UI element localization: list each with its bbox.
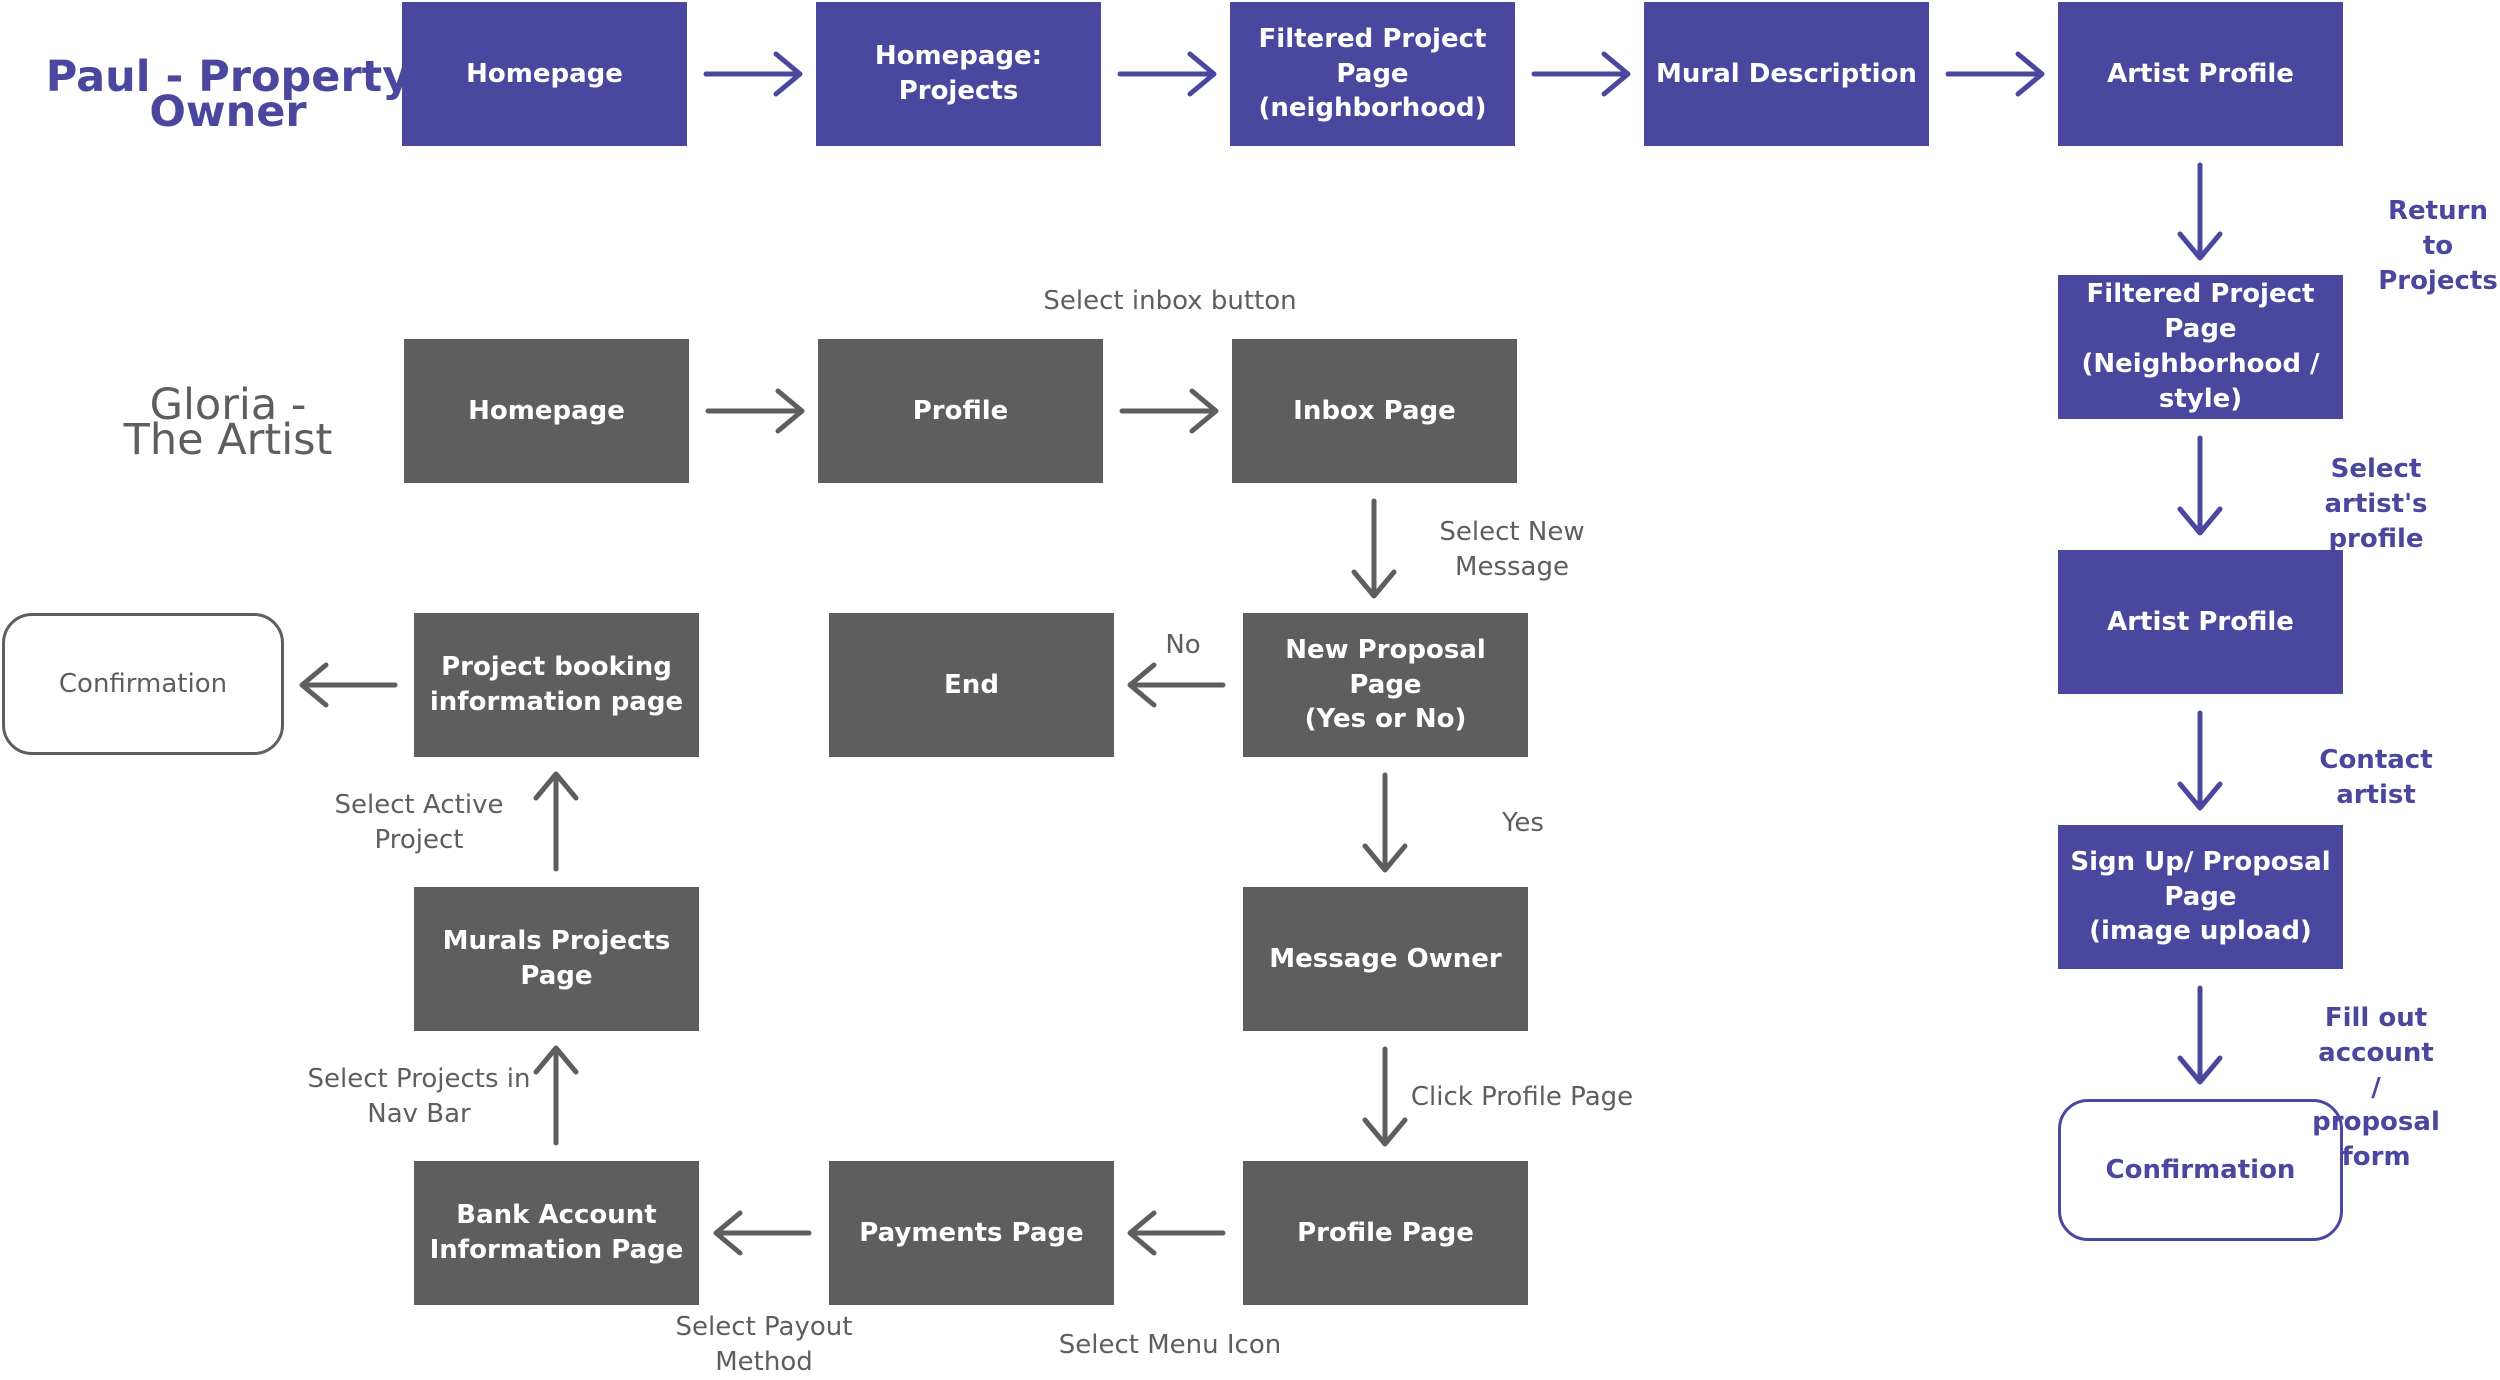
gloria-project-booking-box: Project booking information page	[414, 613, 699, 757]
paul-filtered-project-style-box: Filtered Project Page (Neighborhood / st…	[2058, 275, 2343, 419]
gloria-message-owner-box: Message Owner	[1243, 887, 1528, 1031]
arrow-up-icon	[533, 1045, 579, 1146]
gloria-confirmation-terminal: Confirmation	[2, 613, 284, 755]
paul-arrows	[703, 51, 2223, 1085]
arrow-right-icon	[703, 51, 803, 97]
gloria-homepage-box: Homepage	[404, 339, 689, 483]
arrow-down-icon	[1362, 772, 1408, 873]
gloria-inbox-page-box: Inbox Page	[1232, 339, 1517, 483]
arrow-down-icon	[2177, 985, 2223, 1085]
arrow-down-icon	[1362, 1046, 1408, 1147]
arrow-left-icon	[1127, 1210, 1226, 1256]
label-no: No	[1165, 630, 1201, 660]
label-contact-artist: Contact artist	[2319, 745, 2433, 810]
arrow-right-icon	[1117, 51, 1217, 97]
arrow-down-icon	[1351, 498, 1397, 599]
gloria-payments-page-box: Payments Page	[829, 1161, 1114, 1305]
label-select-projects-nav-bar: Select Projects in Nav Bar	[307, 1064, 531, 1129]
persona-gloria: Gloria - The Artist	[123, 380, 333, 466]
gloria-new-proposal-box: New Proposal Page (Yes or No)	[1243, 613, 1528, 757]
gloria-bank-account-box: Bank Account Information Page	[414, 1161, 699, 1305]
arrow-up-icon	[533, 771, 579, 872]
paul-homepage-projects-box: Homepage: Projects	[816, 2, 1101, 146]
paul-confirmation-terminal: Confirmation	[2058, 1099, 2343, 1241]
arrow-left-icon	[713, 1210, 812, 1256]
arrow-right-icon	[705, 388, 805, 434]
arrow-left-icon	[1127, 662, 1226, 708]
label-yes: Yes	[1502, 808, 1544, 838]
gloria-arrows	[299, 388, 1408, 1256]
arrow-right-icon	[1945, 51, 2045, 97]
label-fill-out-form: Fill out account / proposal form	[2312, 1003, 2440, 1173]
gloria-murals-projects-box: Murals Projects Page	[414, 887, 699, 1031]
persona-paul: Paul - Property Owner	[45, 52, 411, 138]
label-return-to-projects: Return to Projects	[2378, 196, 2498, 296]
paul-artist-profile-box: Artist Profile	[2058, 2, 2343, 146]
arrow-down-icon	[2177, 710, 2223, 811]
arrow-down-icon	[2177, 162, 2223, 261]
gloria-profile-page-box: Profile Page	[1243, 1161, 1528, 1305]
label-click-profile-page: Click Profile Page	[1410, 1082, 1634, 1112]
paul-homepage-box: Homepage	[402, 2, 687, 146]
paul-signup-proposal-box: Sign Up/ Proposal Page (image upload)	[2058, 825, 2343, 969]
arrow-right-icon	[1119, 388, 1219, 434]
gloria-profile-box: Profile	[818, 339, 1103, 483]
arrow-left-icon	[299, 662, 398, 708]
paul-filtered-project-box: Filtered Project Page (neighborhood)	[1230, 2, 1515, 146]
label-select-active-project: Select Active Project	[334, 790, 504, 855]
label-select-inbox-button: Select inbox button	[1043, 286, 1297, 316]
arrow-right-icon	[1531, 51, 1631, 97]
paul-artist-profile-box-2: Artist Profile	[2058, 550, 2343, 694]
gloria-end-box: End	[829, 613, 1114, 757]
paul-mural-description-box: Mural Description	[1644, 2, 1929, 146]
arrow-down-icon	[2177, 435, 2223, 536]
label-select-artists-profile: Select artist's profile	[2324, 454, 2428, 554]
label-select-new-message: Select New Message	[1439, 517, 1585, 582]
